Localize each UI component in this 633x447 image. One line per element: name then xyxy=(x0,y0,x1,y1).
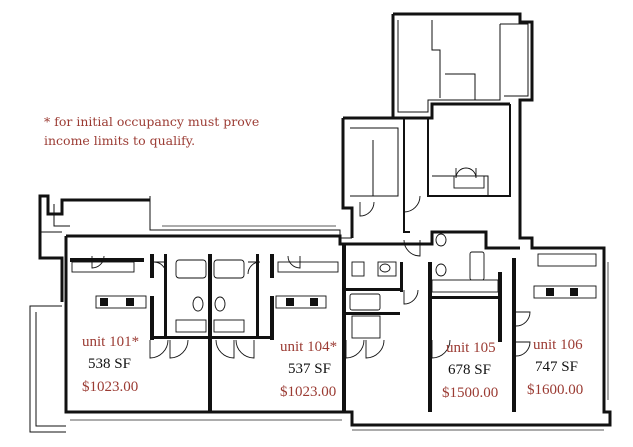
interior-walls xyxy=(70,244,516,412)
unit-name: unit 101* xyxy=(82,334,140,350)
unit-price: $1023.00 xyxy=(82,379,139,395)
unit-name: unit 105 xyxy=(446,340,496,356)
unit-area: 537 SF xyxy=(288,361,331,377)
note-line-2: income limits to qualify. xyxy=(44,133,196,148)
note-line-1: * for initial occupancy must prove xyxy=(44,114,260,129)
doors xyxy=(91,167,531,359)
unit-106-label: unit 106 747 SF $1600.00 xyxy=(527,336,583,400)
unit-area: 538 SF xyxy=(88,356,131,372)
unit-area: 747 SF xyxy=(535,359,578,375)
unit-name: unit 106 xyxy=(533,337,583,353)
unit-area: 678 SF xyxy=(448,362,491,378)
unit-price: $1023.00 xyxy=(280,384,337,400)
unit-101-label: unit 101* 538 SF $1023.00 xyxy=(82,333,139,397)
unit-105-label: unit 105 678 SF $1500.00 xyxy=(442,339,498,403)
exterior-walls xyxy=(29,12,612,433)
windows xyxy=(70,225,609,431)
unit-104-label: unit 104* 537 SF $1023.00 xyxy=(280,338,337,402)
unit-price: $1600.00 xyxy=(527,382,584,398)
unit-name: unit 104* xyxy=(280,339,338,355)
fixtures xyxy=(71,175,597,339)
unit-price: $1500.00 xyxy=(442,385,499,401)
occupancy-note: * for initial occupancy must prove incom… xyxy=(44,112,274,150)
